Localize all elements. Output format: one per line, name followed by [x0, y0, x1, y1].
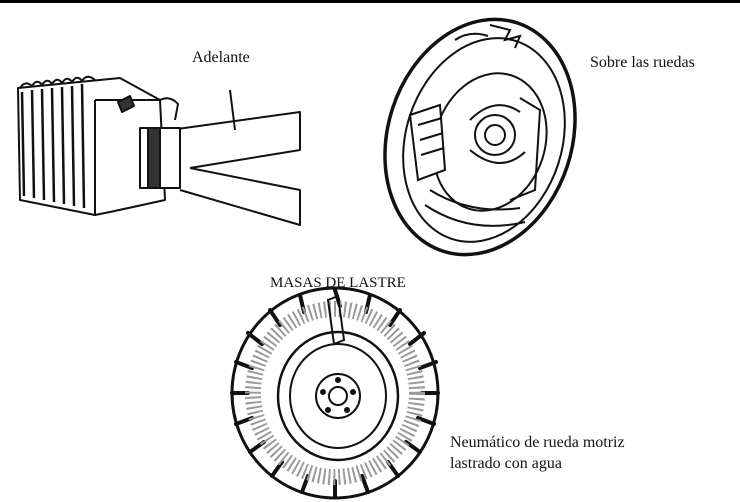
- figure-title: MASAS DE LASTRE: [270, 273, 406, 293]
- water-ballast-tire-drawing: [232, 288, 438, 498]
- front-weights-drawing: [18, 77, 300, 225]
- label-front: Adelante: [192, 48, 250, 68]
- label-water-line-1: Neumático de rueda motriz: [450, 432, 710, 453]
- wheel-weights-drawing: [355, 0, 604, 280]
- label-water-line-2: lastrado con agua: [450, 453, 710, 474]
- label-on-wheels: Sobre las ruedas: [590, 53, 695, 73]
- label-water-ballasted-tire: Neumático de rueda motriz lastrado con a…: [450, 432, 710, 474]
